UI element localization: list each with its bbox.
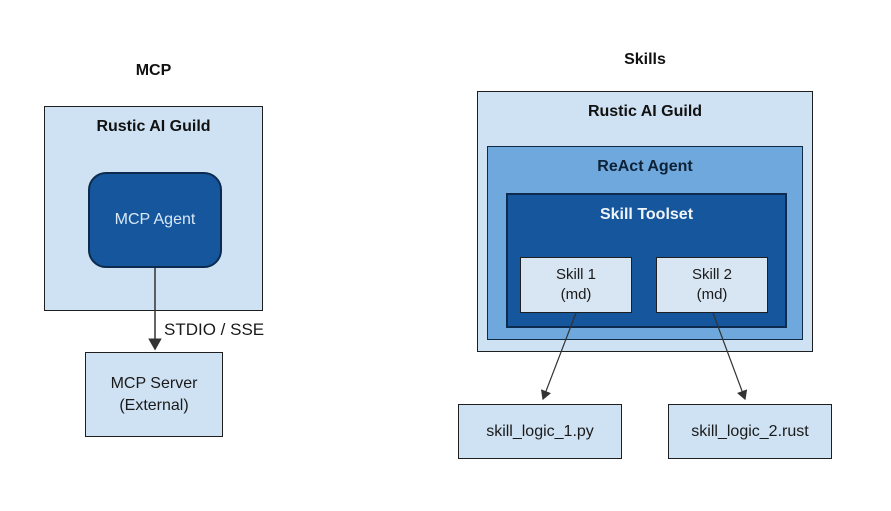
skill-1-label-line2: (md) bbox=[560, 286, 592, 303]
skill-logic-2-node: skill_logic_2.rust bbox=[668, 404, 832, 459]
skill-2-label-line2: (md) bbox=[696, 286, 728, 303]
skills-diagram-title: Skills bbox=[624, 51, 666, 68]
mcp-agent-label: MCP Agent bbox=[114, 211, 196, 228]
skill-1-label-line1: Skill 1 bbox=[555, 266, 596, 283]
skill-2-label-line1: Skill 2 bbox=[691, 266, 732, 283]
mcp-agent-node: MCP Agent bbox=[88, 172, 222, 268]
skill-logic-2-label: skill_logic_2.rust bbox=[691, 422, 809, 440]
react-agent-label: ReAct Agent bbox=[597, 158, 693, 175]
skills-guild-label: Rustic AI Guild bbox=[587, 103, 703, 120]
mcp-guild-label: Rustic AI Guild bbox=[96, 118, 211, 135]
mcp-server-node: MCP Server (External) bbox=[85, 352, 223, 437]
mcp-server-label-line1: MCP Server bbox=[110, 374, 198, 392]
skill-logic-1-node: skill_logic_1.py bbox=[458, 404, 622, 459]
stdio-sse-edge-label: STDIO / SSE bbox=[164, 320, 265, 339]
mcp-diagram-title: MCP bbox=[135, 62, 172, 79]
mcp-guild-container: Rustic AI Guild bbox=[44, 106, 263, 311]
skill-toolset-label: Skill Toolset bbox=[599, 206, 694, 223]
skill-logic-1-label: skill_logic_1.py bbox=[486, 422, 594, 440]
mcp-server-label-line2: (External) bbox=[119, 396, 189, 414]
skill-1-node: Skill 1 (md) bbox=[520, 257, 632, 313]
skill-2-node: Skill 2 (md) bbox=[656, 257, 768, 313]
